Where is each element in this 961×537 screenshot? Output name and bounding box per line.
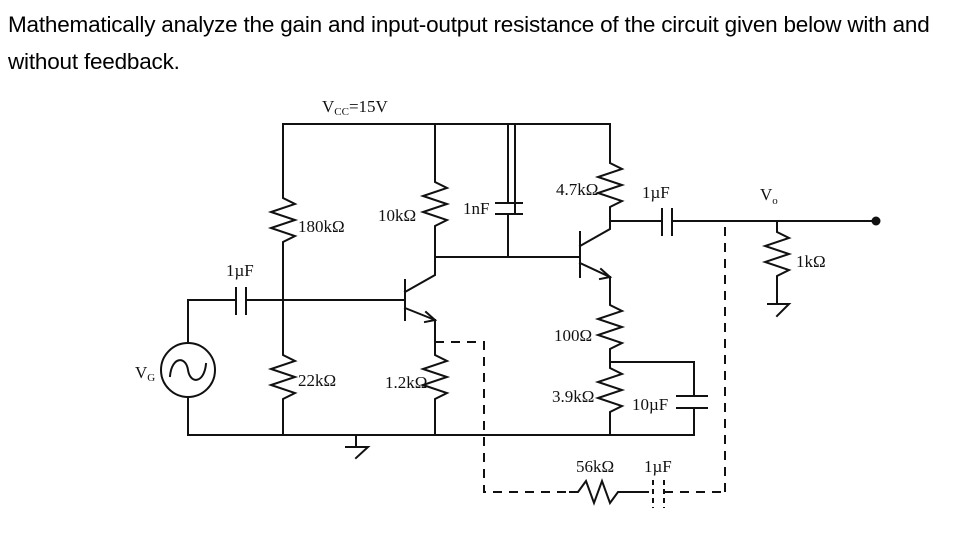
input-wire bbox=[187, 299, 406, 344]
label-cin: 1µF bbox=[226, 261, 254, 280]
resistor-22k bbox=[267, 299, 299, 436]
label-100: 100Ω bbox=[554, 326, 592, 345]
vo-label: Vo bbox=[760, 185, 778, 207]
resistor-3.9k bbox=[594, 361, 626, 436]
label-1k: 1kΩ bbox=[796, 252, 826, 271]
vg-label: VG bbox=[135, 363, 155, 384]
question-text: Mathematically analyze the gain and inpu… bbox=[8, 12, 930, 74]
label-4.7k: 4.7kΩ bbox=[556, 180, 598, 199]
resistor-100 bbox=[594, 276, 626, 363]
ground-icon bbox=[345, 434, 371, 460]
label-10k: 10kΩ bbox=[378, 206, 416, 225]
label-1.2k: 1.2kΩ bbox=[385, 373, 427, 392]
resistor-4.7k bbox=[594, 123, 626, 222]
resistor-10k bbox=[419, 123, 451, 258]
load-ground-icon bbox=[767, 303, 792, 318]
vcc-rail-right bbox=[514, 123, 611, 161]
label-56k: 56kΩ bbox=[576, 457, 614, 476]
vcc-label: VCC=15V bbox=[322, 97, 389, 118]
output-terminal bbox=[871, 216, 881, 226]
capacitor-10uf bbox=[609, 361, 708, 436]
capacitor-input bbox=[235, 287, 247, 315]
transistor-q1 bbox=[403, 256, 437, 322]
transistor-q2 bbox=[578, 220, 612, 279]
resistor-1k bbox=[761, 220, 793, 305]
resistor-56k bbox=[569, 478, 641, 506]
capacitor-output bbox=[661, 208, 673, 236]
label-1nf: 1nF bbox=[463, 199, 489, 218]
label-cout: 1µF bbox=[642, 183, 670, 202]
label-180k: 180kΩ bbox=[298, 217, 345, 236]
resistor-1.2k bbox=[419, 319, 451, 436]
feedback-path-left bbox=[435, 341, 570, 493]
resistor-180k bbox=[267, 123, 299, 301]
label-10uf: 10µF bbox=[632, 395, 668, 414]
label-3.9k: 3.9kΩ bbox=[552, 387, 594, 406]
capacitor-1nf bbox=[495, 123, 523, 258]
capacitor-feedback bbox=[652, 480, 665, 508]
label-cfb: 1µF bbox=[644, 457, 672, 476]
sine-icon bbox=[168, 359, 208, 381]
label-22k: 22kΩ bbox=[298, 371, 336, 390]
